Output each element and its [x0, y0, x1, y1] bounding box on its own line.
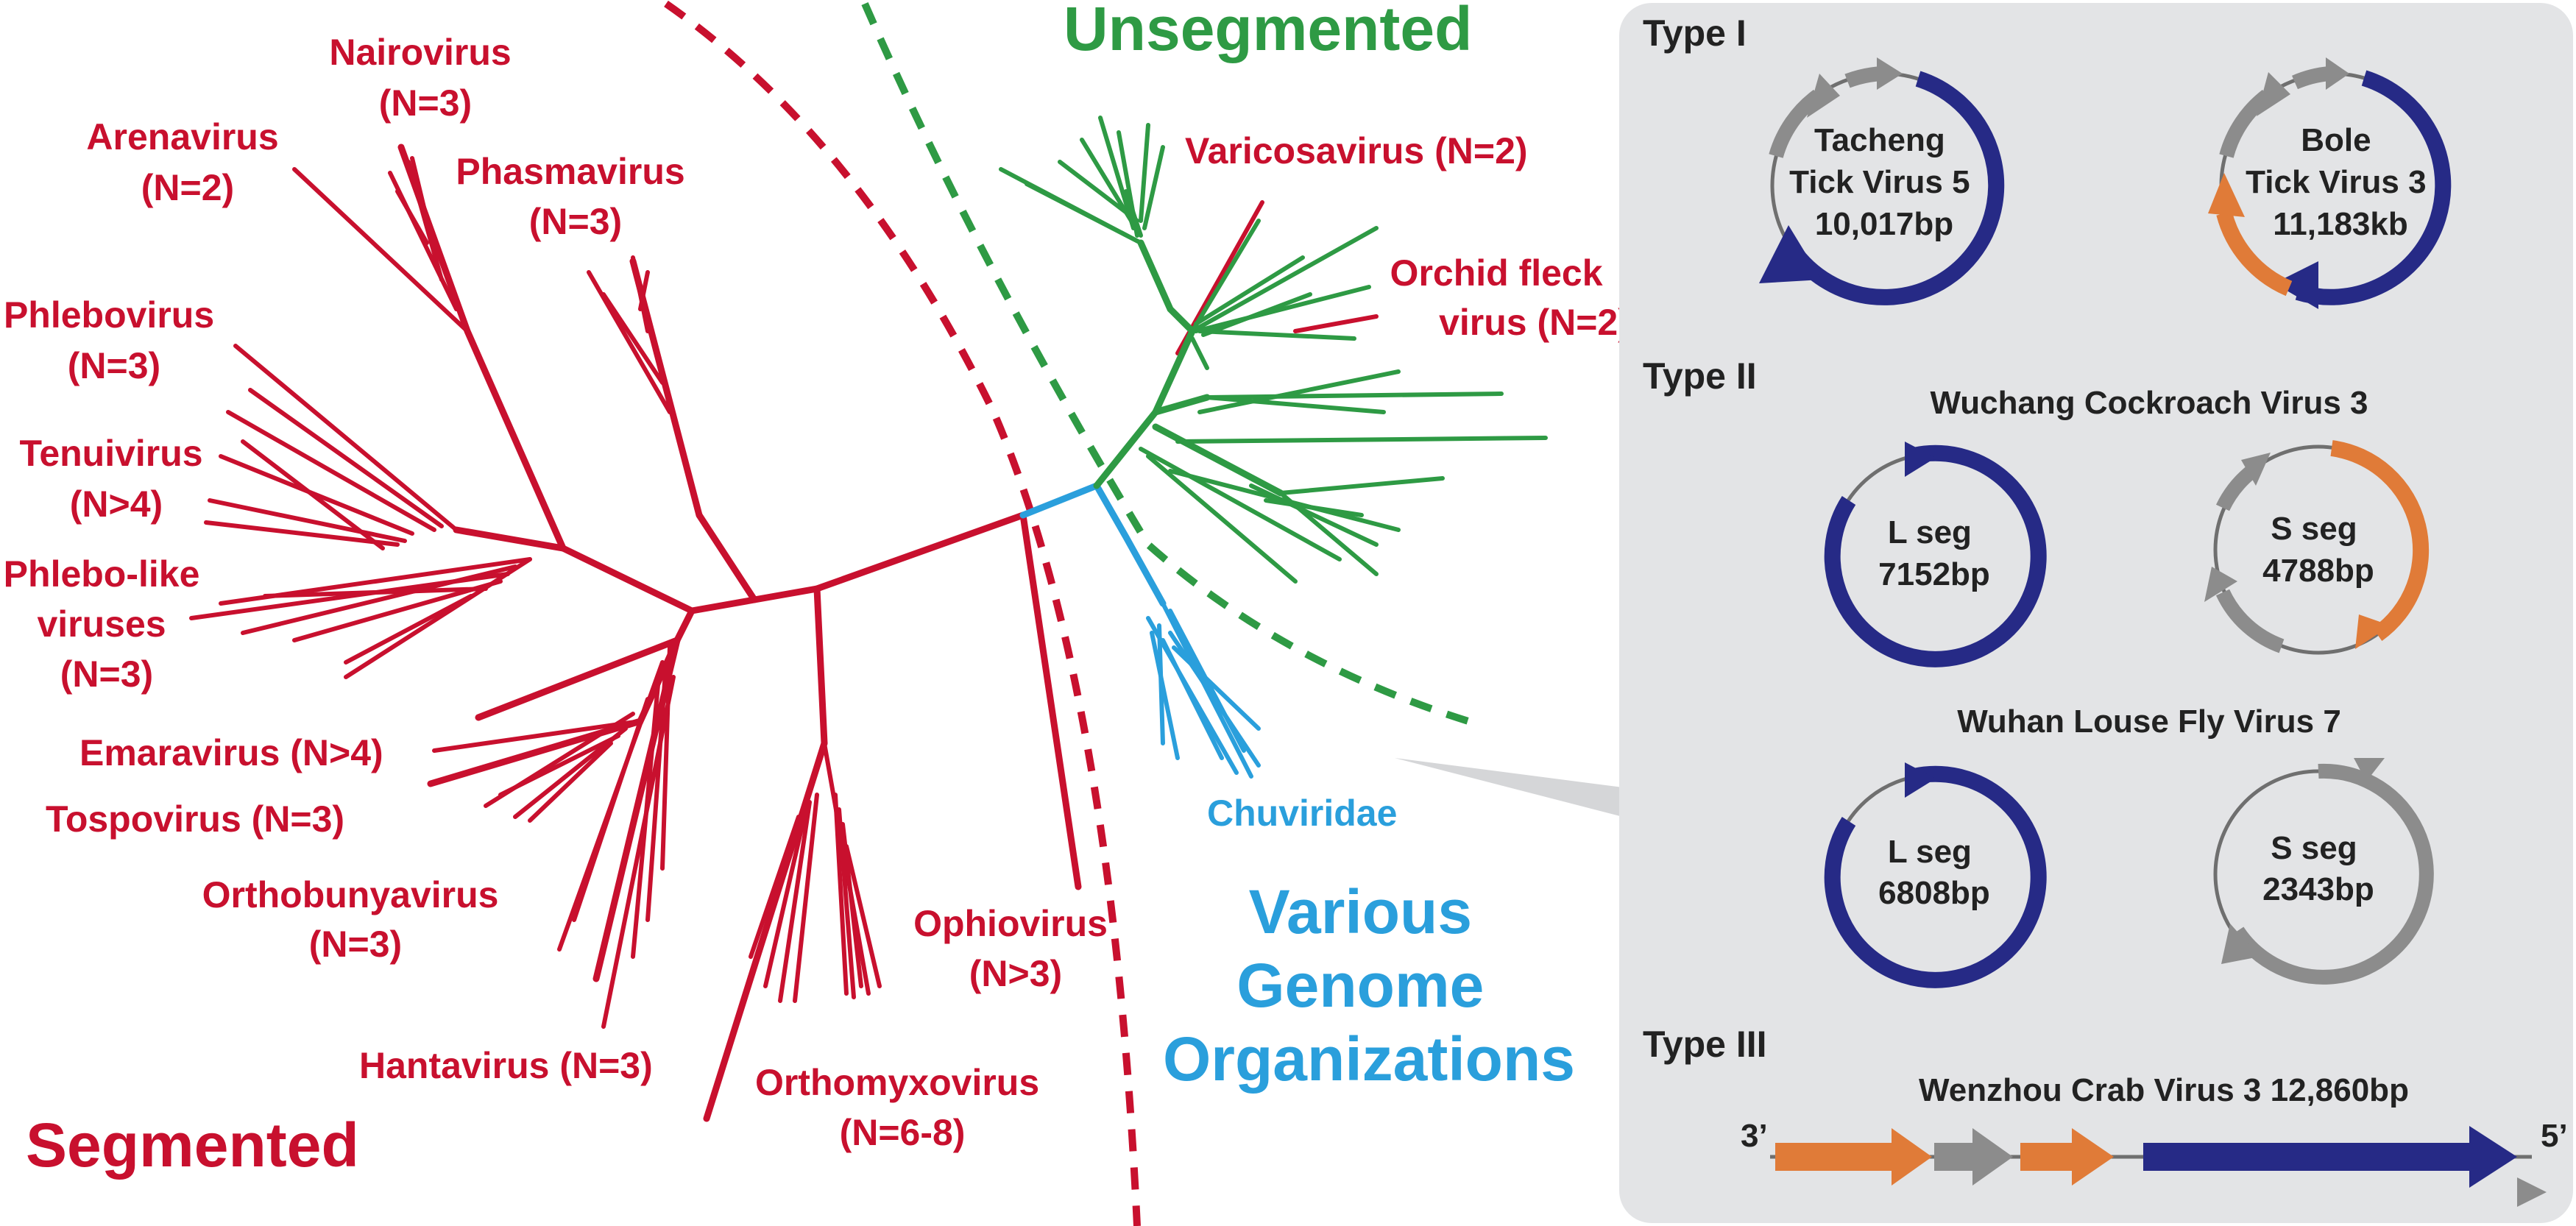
svg-text:Bole Tick Virus 3: Bole Tick Virus 3 11,183kb — [2246, 122, 2435, 242]
phlebovirus-label: Phlebovirus — [4, 294, 214, 336]
svg-text:Nairovirus (N=3): Nairovirus (N=3) — [329, 32, 521, 124]
three-prime-end: 3’ — [1741, 1118, 1768, 1154]
svg-text:Arenavirus (N=2): Arenavirus (N=2) — [86, 116, 289, 208]
phasmavirus-label: Phasmavirus — [456, 151, 684, 192]
chuviridae-label: Chuviridae — [1207, 793, 1397, 834]
segmented-divider — [664, 0, 1141, 1226]
type2-b-l-segment: L seg 6808bp — [1824, 762, 2047, 988]
type1-b-name-2: Tick Virus 3 — [2246, 164, 2426, 200]
type2-a-l-label: L seg — [1888, 514, 1972, 550]
orchid-fleck-count: virus (N=2) — [1439, 302, 1630, 343]
type2-b-l-label: L seg — [1888, 834, 1972, 870]
nairovirus-label: Nairovirus — [329, 32, 511, 73]
svg-text:Tacheng Tick Virus 5: Tacheng Tick Virus 5 10,017bp — [1789, 122, 1979, 242]
type2-a-s-length: 4788bp — [2262, 553, 2374, 589]
unsegmented-branches — [999, 116, 1548, 584]
unsegmented-title: Unsegmented — [1064, 0, 1472, 63]
type1-a-name-2: Tick Virus 5 — [1789, 164, 1970, 200]
segmented-title: Segmented — [26, 1110, 359, 1180]
type2-b-s-segment: S seg 2343bp — [2213, 758, 2434, 985]
svg-text:S seg 2343bp: S seg 2343bp — [2262, 830, 2374, 907]
svg-text:L seg 7152bp: L seg 7152bp — [1878, 514, 1990, 592]
nairovirus-count: (N=3) — [379, 82, 472, 124]
clade-labels: Nairovirus (N=3) Arenavirus (N=2) Phasma… — [4, 0, 1630, 1180]
genome-organization-panel: Type I Tacheng Tick Virus 5 10,017bp — [1619, 3, 2573, 1223]
type2-a-s-label: S seg — [2271, 511, 2357, 547]
type3-title: Wenzhou Crab Virus 3 12,860bp — [1919, 1072, 2409, 1108]
type2-b-s-length: 2343bp — [2262, 871, 2374, 907]
type3-linear-genome: 3’ 5’ — [1741, 1118, 2568, 1207]
type2-b-title: Wuhan Louse Fly Virus 7 — [1957, 704, 2341, 740]
type1-heading: Type I — [1643, 13, 1747, 54]
hantavirus-label: Hantavirus (N=3) — [359, 1045, 653, 1086]
phlebo-like-count: (N=3) — [60, 653, 153, 695]
svg-text:Tenuivirus (N>4): Tenuivirus (N>4) — [19, 433, 213, 525]
svg-text:Various Genome Org: Various Genome Organizations — [1163, 877, 1575, 1094]
orthomyxovirus-label: Orthomyxovirus — [755, 1062, 1039, 1103]
chuviridae-branches — [1019, 482, 1261, 779]
phylogenetic-tree — [189, 0, 1548, 1226]
orthomyxovirus-count: (N=6-8) — [840, 1112, 966, 1153]
type2-a-l-length: 7152bp — [1878, 556, 1990, 592]
type1-genome-a: Tacheng Tick Virus 5 10,017bp — [1759, 57, 2005, 305]
svg-text:Orthomyxovirus (N=6-8): Orthomyxovirus (N=6-8) — [755, 1062, 1050, 1153]
type3-heading: Type III — [1643, 1024, 1767, 1065]
panel-background — [1619, 3, 2573, 1223]
various-title-3: Organizations — [1163, 1024, 1575, 1094]
phasmavirus-count: (N=3) — [529, 201, 622, 242]
svg-text:Orthobunyavirus (N=3): Orthobunyavirus (N=3) — [202, 874, 509, 965]
type2-a-s-segment: S seg 4788bp — [2204, 440, 2430, 655]
emaravirus-label: Emaravirus (N>4) — [79, 732, 383, 773]
unsegmented-divider — [861, 1, 1470, 725]
orchid-fleck-label: Orchid fleck — [1390, 252, 1603, 294]
svg-text:Ophiovirus (N>3): Ophiovirus (N>3) — [913, 903, 1118, 994]
svg-text:Phlebo-like viruses: Phlebo-like viruses (N=3) — [4, 553, 210, 695]
orthobunyavirus-count: (N=3) — [309, 924, 402, 965]
svg-text:S seg 4788bp: S seg 4788bp — [2262, 511, 2374, 589]
svg-text:Phlebovirus (N=3): Phlebovirus (N=3) — [4, 294, 224, 386]
type1-b-length: 11,183kb — [2273, 206, 2408, 242]
varicosavirus-label: Varicosavirus (N=2) — [1185, 130, 1528, 171]
type2-b-l-length: 6808bp — [1878, 875, 1990, 911]
ophiovirus-label: Ophiovirus — [913, 903, 1108, 944]
svg-text:Phasmavirus (N=3): Phasmavirus (N=3) — [456, 151, 695, 242]
phlebo-like-label: Phlebo-like — [4, 553, 200, 595]
type1-b-name-1: Bole — [2301, 122, 2371, 158]
five-prime-end: 5’ — [2541, 1118, 2568, 1154]
type2-heading: Type II — [1643, 355, 1757, 397]
phlebo-like-label-2: viruses — [37, 603, 166, 645]
svg-text:L seg 6808bp: L seg 6808bp — [1878, 834, 1990, 911]
phlebovirus-count: (N=3) — [68, 345, 160, 386]
segmented-branches — [189, 143, 1379, 1122]
various-title-1: Various — [1249, 877, 1472, 946]
arenavirus-label: Arenavirus — [86, 116, 278, 157]
svg-text:Orchid fleck virus (N=2): Orchid fleck virus (N=2) — [1390, 252, 1630, 343]
arenavirus-count: (N=2) — [141, 167, 234, 208]
callout-wedge — [1395, 758, 1623, 817]
various-title-2: Genome — [1236, 951, 1484, 1020]
ophiovirus-count: (N>3) — [969, 953, 1062, 994]
orthobunyavirus-label: Orthobunyavirus — [202, 874, 499, 915]
type1-a-length: 10,017bp — [1815, 206, 1953, 242]
tenuivirus-count: (N>4) — [70, 483, 163, 525]
type2-a-l-segment: L seg 7152bp — [1824, 442, 2047, 667]
tospovirus-label: Tospovirus (N=3) — [46, 798, 344, 840]
type2-a-title: Wuchang Cockroach Virus 3 — [1931, 385, 2368, 421]
type1-genome-b: Bole Tick Virus 3 11,183kb — [2208, 57, 2452, 309]
type1-a-name-1: Tacheng — [1814, 122, 1945, 158]
tenuivirus-label: Tenuivirus — [19, 433, 202, 474]
type2-b-s-label: S seg — [2271, 830, 2357, 866]
